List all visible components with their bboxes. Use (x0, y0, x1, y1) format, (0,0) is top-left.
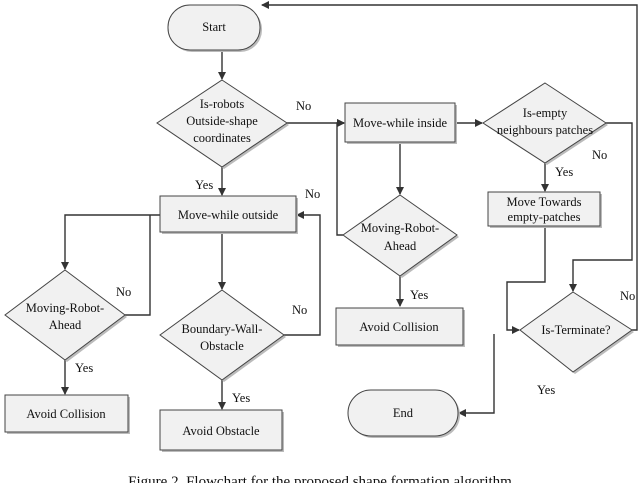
process-move-inside: Move-while inside (344, 102, 457, 144)
start-label: Start (202, 20, 226, 34)
label: neighbours patches (497, 123, 593, 137)
label-yes: Yes (410, 288, 428, 302)
label: Moving-Robot- (26, 301, 104, 315)
label: empty-patches (508, 210, 581, 224)
decision-robot-ahead-outside: Moving-Robot- Ahead (4, 269, 127, 362)
process-avoid-obstacle: Avoid Obstacle (159, 409, 284, 452)
label: Move-while outside (178, 208, 279, 222)
edge-labels: No No Yes No Yes Yes No Yes No Yes No Ye… (75, 99, 635, 405)
decision-is-terminate: Is-Terminate? (519, 291, 634, 374)
label-yes: Yes (232, 391, 250, 405)
label: Ahead (384, 239, 417, 253)
edge-boundary-no (284, 211, 321, 336)
process-avoid-collision-outside: Avoid Collision (4, 394, 130, 434)
label: Move-while inside (353, 116, 448, 130)
process-move-outside: Move-while outside (159, 195, 298, 234)
label-yes: Yes (75, 361, 93, 375)
end-label: End (393, 406, 414, 420)
label: Is-Terminate? (541, 323, 611, 337)
edge-outside-to-robot (61, 214, 160, 270)
edge-towards-to-terminate (506, 225, 546, 334)
label: coordinates (193, 131, 251, 145)
label: Move Towards (507, 195, 582, 209)
label-no: No (592, 148, 607, 162)
process-move-towards: Move Towards empty-patches (487, 191, 602, 228)
end-node: End (347, 389, 460, 438)
edge-terminate-yes (458, 334, 495, 417)
label-no: No (305, 187, 320, 201)
edge-empty-no (569, 122, 633, 292)
label-yes: Yes (555, 165, 573, 179)
label-yes: Yes (195, 178, 213, 192)
start-node: Start (167, 4, 262, 52)
decision-is-empty: Is-empty neighbours patches (482, 82, 608, 165)
decision-boundary-wall: Boundary-Wall- Obstacle (159, 289, 286, 382)
label: Ahead (49, 318, 82, 332)
process-avoid-collision-inside: Avoid Collision (335, 307, 465, 347)
label-no: No (116, 285, 131, 299)
label-no: No (620, 289, 635, 303)
label: Moving-Robot- (361, 221, 439, 235)
label: Is-empty (523, 106, 568, 120)
label: Boundary-Wall- (182, 322, 263, 336)
edge-robot-out-no (125, 215, 151, 316)
label: Avoid Collision (26, 407, 106, 421)
label-no: No (296, 99, 311, 113)
label: Avoid Obstacle (182, 424, 260, 438)
label: Outside-shape (186, 114, 258, 128)
edge-robot-in-no (336, 119, 345, 236)
connectors (61, 1, 638, 417)
decision-outside-shape: Is-robots Outside-shape coordinates (156, 79, 289, 169)
label-yes: Yes (537, 383, 555, 397)
label: Avoid Collision (359, 320, 439, 334)
label: Is-robots (200, 97, 245, 111)
label-no: No (292, 303, 307, 317)
decision-robot-ahead-inside: Moving-Robot- Ahead (342, 194, 459, 278)
edge-terminate-no (261, 1, 638, 331)
figure-caption: Figure 2. Flowchart for the proposed sha… (128, 474, 512, 483)
label: Obstacle (200, 339, 244, 353)
